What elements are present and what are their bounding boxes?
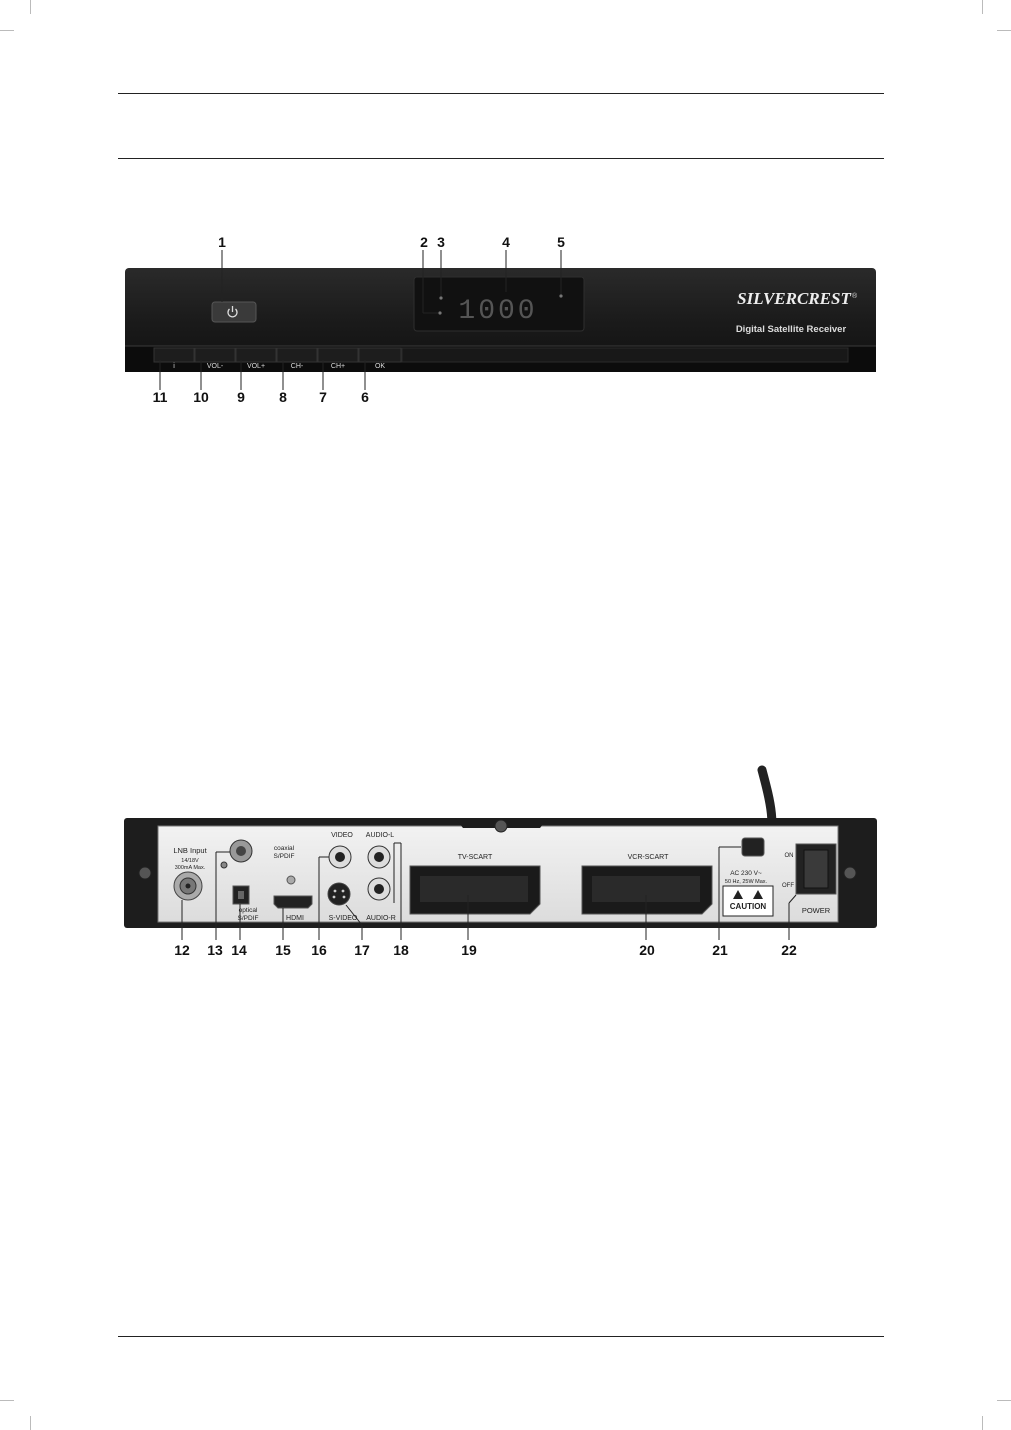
header-rule-bottom bbox=[118, 158, 884, 159]
brand-registered-mark: ® bbox=[852, 292, 858, 300]
callout-20: 20 bbox=[639, 942, 655, 958]
audio-r-label: AUDIO-R bbox=[366, 915, 396, 922]
crop-mark-top-right bbox=[982, 0, 983, 14]
callout-1: 1 bbox=[218, 234, 226, 250]
callout-10: 10 bbox=[193, 389, 209, 405]
power-button[interactable] bbox=[211, 301, 257, 323]
crop-mark-bottom-left-h bbox=[0, 1400, 14, 1401]
video-rca-connector[interactable] bbox=[328, 845, 352, 869]
hdmi-label: HDMI bbox=[286, 915, 304, 922]
model-label: Digital Satellite Receiver bbox=[736, 324, 847, 335]
lnb-spec-voltage: 14/18V bbox=[181, 858, 199, 864]
front-panel: 1000 SILVERCREST ® Digital Satellite Rec… bbox=[125, 268, 876, 372]
header-rule-top bbox=[118, 93, 884, 94]
signal-led bbox=[439, 296, 443, 300]
vol-minus-button[interactable]: VOL- bbox=[207, 363, 224, 370]
vcr-scart-connector[interactable] bbox=[581, 865, 713, 915]
audio-l-label: AUDIO-L bbox=[366, 832, 395, 839]
callout-7: 7 bbox=[319, 389, 327, 405]
seven-segment-display: 1000 bbox=[458, 296, 537, 327]
power-switch[interactable] bbox=[795, 843, 837, 895]
crop-mark-top-right-h bbox=[997, 30, 1011, 31]
switch-on-label: ON bbox=[785, 853, 794, 859]
vcr-scart-label: VCR-SCART bbox=[628, 854, 669, 861]
crop-mark-bottom-right-h bbox=[997, 1400, 1011, 1401]
callout-8: 8 bbox=[279, 389, 287, 405]
hdmi-screw bbox=[286, 875, 296, 885]
lnb-spec-current: 300mA Max. bbox=[175, 865, 206, 871]
tv-scart-label: TV-SCART bbox=[458, 854, 493, 861]
front-leader-lines bbox=[159, 250, 562, 390]
brand-logo: SILVERCREST bbox=[737, 289, 851, 308]
screw-right bbox=[843, 866, 857, 880]
crop-mark-top-left bbox=[30, 0, 31, 14]
warning-triangle-icon bbox=[753, 890, 763, 899]
power-label: POWER bbox=[802, 906, 831, 915]
optical-spdif-connector[interactable] bbox=[232, 885, 250, 905]
crop-mark-bottom-left bbox=[30, 1416, 31, 1430]
ir-sensor bbox=[559, 294, 563, 298]
coaxial-spdif-connector[interactable] bbox=[229, 839, 253, 863]
callout-12: 12 bbox=[174, 942, 190, 958]
optical-label: optical bbox=[239, 907, 258, 914]
coaxial-spdif-label: S/PDIF bbox=[274, 853, 295, 860]
lnb-label: LNB Input bbox=[173, 846, 207, 855]
callout-22: 22 bbox=[781, 942, 797, 958]
callout-2: 2 bbox=[420, 234, 428, 250]
callout-13: 13 bbox=[207, 942, 223, 958]
ch-minus-button[interactable]: CH- bbox=[291, 363, 304, 370]
caution-label: CAUTION bbox=[722, 885, 774, 917]
callout-3: 3 bbox=[437, 234, 445, 250]
crop-mark-bottom-right bbox=[982, 1416, 983, 1430]
rear-leader-lines bbox=[181, 842, 797, 940]
callout-18: 18 bbox=[393, 942, 409, 958]
lnb-input-connector[interactable] bbox=[173, 871, 203, 901]
callout-21: 21 bbox=[712, 942, 728, 958]
ac-spec-power: 50 Hz, 25W Max. bbox=[725, 879, 768, 885]
ch-plus-button[interactable]: CH+ bbox=[331, 363, 345, 370]
rear-panel: LNB Input 14/18V 300mA Max. coaxial S/PD… bbox=[124, 765, 877, 928]
callout-17: 17 bbox=[354, 942, 370, 958]
coaxial-label: coaxial bbox=[274, 845, 295, 852]
tv-scart-connector[interactable] bbox=[409, 865, 541, 915]
callout-11: 11 bbox=[153, 389, 168, 405]
standby-led bbox=[438, 311, 442, 315]
callout-19: 19 bbox=[461, 942, 477, 958]
ok-button[interactable]: OK bbox=[375, 363, 385, 370]
hdmi-connector[interactable] bbox=[273, 895, 313, 909]
optical-spdif-label: S/PDIF bbox=[238, 915, 259, 922]
audio-right-rca-connector[interactable] bbox=[367, 877, 391, 901]
power-icon bbox=[227, 306, 238, 318]
warning-triangle-icon bbox=[733, 890, 743, 899]
screw-left bbox=[138, 866, 152, 880]
ac-spec-voltage: AC 230 V~ bbox=[730, 870, 762, 877]
screw-top bbox=[494, 819, 508, 833]
callout-6: 6 bbox=[361, 389, 369, 405]
info-button[interactable]: i bbox=[173, 363, 175, 370]
s-video-connector[interactable] bbox=[327, 882, 351, 906]
callout-4: 4 bbox=[502, 234, 510, 250]
svg-text:CAUTION: CAUTION bbox=[730, 902, 767, 911]
front-button-row bbox=[153, 347, 849, 363]
callout-15: 15 bbox=[275, 942, 291, 958]
footer-rule bbox=[118, 1336, 884, 1337]
callout-16: 16 bbox=[311, 942, 327, 958]
ground-screw bbox=[220, 861, 228, 869]
s-video-label: S-VIDEO bbox=[329, 915, 358, 922]
audio-left-rca-connector[interactable] bbox=[367, 845, 391, 869]
crop-mark-top-left-h bbox=[0, 30, 14, 31]
callout-14: 14 bbox=[231, 942, 247, 958]
vol-plus-button[interactable]: VOL+ bbox=[247, 363, 265, 370]
video-label: VIDEO bbox=[331, 832, 353, 839]
callout-5: 5 bbox=[557, 234, 565, 250]
switch-off-label: OFF bbox=[782, 883, 794, 889]
callout-9: 9 bbox=[237, 389, 245, 405]
power-cord-inlet bbox=[741, 837, 765, 857]
